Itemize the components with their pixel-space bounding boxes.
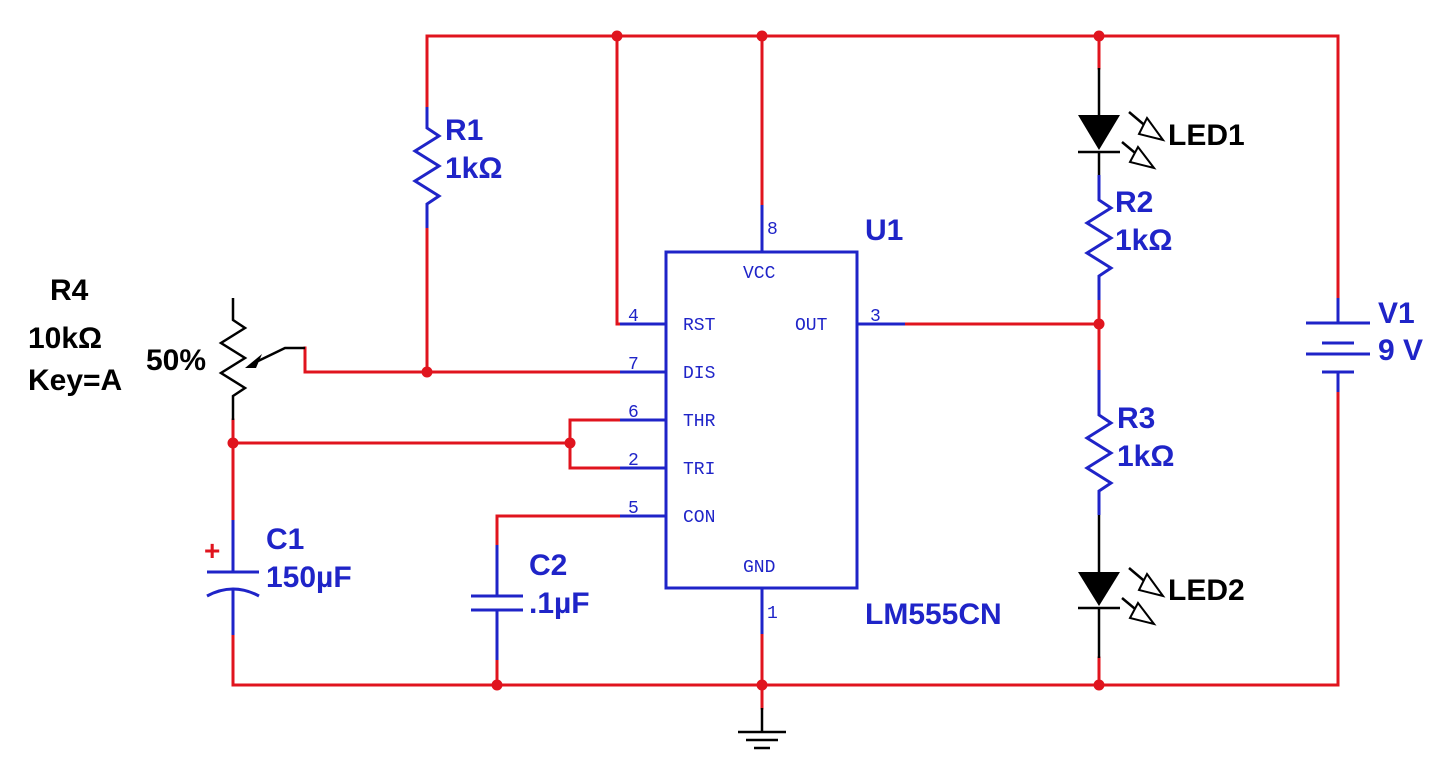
v1-ref: V1 <box>1378 297 1415 330</box>
capacitor-c2: C2 .1µF <box>471 545 590 660</box>
junction-dot <box>1093 679 1105 691</box>
wire-con <box>495 514 622 547</box>
c1-ref: C1 <box>266 523 304 556</box>
junction-dot <box>564 437 576 449</box>
pin-number: 5 <box>628 499 639 519</box>
wiper-arrow-icon <box>245 354 262 368</box>
r4-value: 10kΩ <box>28 322 102 355</box>
pin-number: 7 <box>628 355 639 375</box>
pin-number: 2 <box>628 451 639 471</box>
r1-value: 1kΩ <box>445 152 502 185</box>
ic-u1: 8 4 7 6 2 5 3 1 VCC RST DIS THR TRI CON … <box>620 205 1002 634</box>
pin-name: RST <box>683 316 716 336</box>
led-led1: LED1 <box>1078 68 1245 175</box>
c1-value: 150µF <box>266 561 352 594</box>
u1-ref: U1 <box>865 214 903 247</box>
pin-name: OUT <box>795 316 828 336</box>
junction-dot <box>421 366 433 378</box>
pin-name: DIS <box>683 364 715 384</box>
pin-number: 8 <box>767 220 778 240</box>
r1-ref: R1 <box>445 114 483 147</box>
pin-name: VCC <box>743 264 776 284</box>
pin-number: 1 <box>767 604 778 624</box>
pin-name: TRI <box>683 460 715 480</box>
wire-dis <box>303 346 622 374</box>
junctions <box>227 30 1105 691</box>
wires <box>231 34 1340 710</box>
pin-name: GND <box>743 558 775 578</box>
pin-number: 6 <box>628 403 639 423</box>
diode-triangle <box>1078 572 1120 606</box>
junction-dot <box>1093 30 1105 42</box>
wire-thr-tri-tie <box>568 418 622 470</box>
pin-number: 3 <box>870 307 881 327</box>
r3-value: 1kΩ <box>1117 440 1174 473</box>
junction-dot <box>756 30 768 42</box>
resistor-r3: R3 1kΩ <box>1084 370 1174 515</box>
capacitor-c1: + C1 150µF <box>204 520 352 635</box>
wire-rst <box>615 34 622 326</box>
resistor-r2: R2 1kΩ <box>1084 175 1172 300</box>
pin-name: THR <box>683 412 716 432</box>
junction-dot <box>227 437 239 449</box>
ground-icon <box>738 708 786 750</box>
r4-setting: 50% <box>146 344 206 377</box>
junction-dot <box>491 679 503 691</box>
led-led2: LED2 <box>1078 515 1245 658</box>
v1-value: 9 V <box>1378 334 1423 367</box>
c1-polarity-mark: + <box>204 535 220 566</box>
battery-v1: V1 9 V <box>1306 297 1423 392</box>
led2-ref: LED2 <box>1168 574 1245 607</box>
r2-value: 1kΩ <box>1115 224 1172 257</box>
resistor-r1: R1 1kΩ <box>412 107 502 228</box>
junction-dot <box>611 30 623 42</box>
r3-ref: R3 <box>1117 402 1155 435</box>
r4-ref: R4 <box>50 274 89 307</box>
r2-ref: R2 <box>1115 186 1153 219</box>
junction-dot <box>756 679 768 691</box>
r4-key: Key=A <box>28 364 122 397</box>
potentiometer-r4: R4 10kΩ Key=A 50% <box>28 274 305 420</box>
pin-number: 4 <box>628 307 639 327</box>
c2-value: .1µF <box>529 587 590 620</box>
diode-triangle <box>1078 115 1120 150</box>
c2-ref: C2 <box>529 549 567 582</box>
led1-ref: LED1 <box>1168 119 1245 152</box>
u1-part: LM555CN <box>865 598 1002 631</box>
pin-name: CON <box>683 508 715 528</box>
junction-dot <box>1093 318 1105 330</box>
